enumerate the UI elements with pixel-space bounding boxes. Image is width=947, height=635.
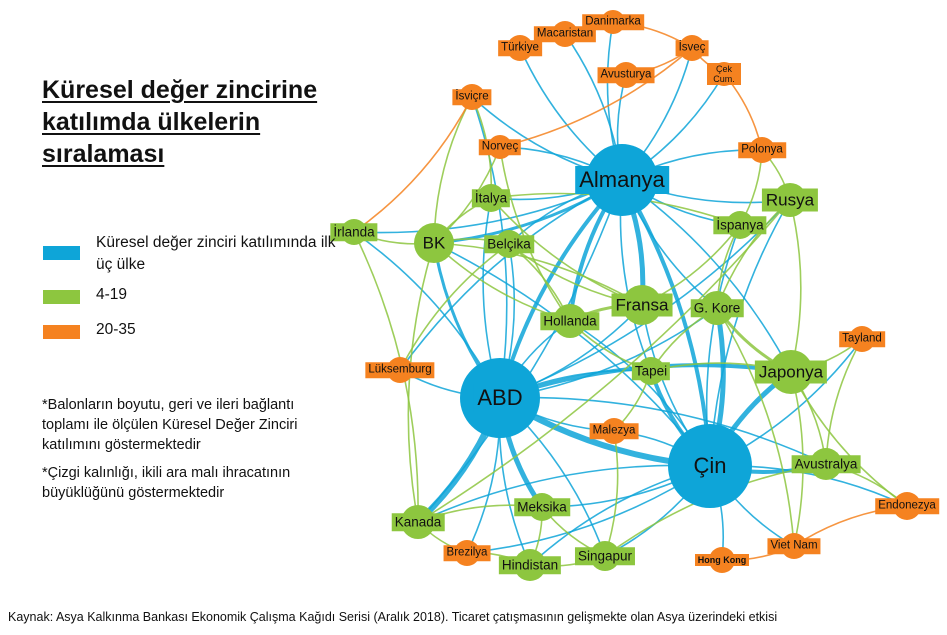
edge-fransa-bk: [433, 242, 643, 306]
legend-label-top3: Küresel değer zinciri katılımında ilk üç…: [96, 234, 336, 273]
node-label-almanya: Almanya: [575, 166, 669, 194]
node-label-italya: İtalya: [471, 189, 511, 207]
chart-title: Küresel değer zincirine katılımda ülkele…: [42, 76, 318, 168]
node-label-isvec: İsveç: [675, 40, 709, 56]
edge-cin-bk: [433, 242, 711, 467]
node-label-ispanya: İspanya: [713, 216, 767, 234]
edge-rusya-kanada: [417, 199, 791, 523]
node-label-gkore: G. Kore: [690, 299, 744, 317]
node-label-vietnam: Viet Nam: [767, 538, 821, 554]
node-label-irlanda: İrlanda: [330, 223, 378, 241]
edge-gkore-vietnam: [716, 307, 795, 547]
node-label-turkiye: Türkiye: [498, 40, 542, 56]
source-text: Kaynak: Asya Kalkınma Bankası Ekonomik Ç…: [8, 610, 778, 624]
node-label-cekcum: Çek Cum.: [707, 63, 741, 85]
node-label-avustralya: Avustralya: [791, 455, 861, 473]
node-label-endonezya: Endonezya: [875, 498, 939, 514]
node-label-brezilya: Brezilya: [443, 545, 491, 561]
node-label-hollanda: Hollanda: [540, 312, 600, 330]
node-label-hongkong: Hong Kong: [695, 554, 749, 566]
edge-almanya-luksemburg: [399, 179, 623, 371]
node-label-avusturya: Avusturya: [597, 67, 655, 83]
edge-rusya-japonya: [789, 199, 802, 373]
node-label-cin: Çin: [689, 452, 731, 480]
node-label-malezya: Malezya: [589, 423, 639, 439]
node-label-polonya: Polonya: [738, 142, 786, 158]
node-label-luksemburg: Lüksemburg: [365, 362, 435, 378]
edge-luksemburg-belcika: [399, 243, 510, 371]
node-label-bk: BK: [418, 231, 450, 255]
node-label-japonya: Japonya: [754, 360, 828, 384]
edge-norvec-isvec: [499, 47, 693, 148]
edge-isvicre-irlanda: [353, 96, 473, 233]
note-bubble-size: *Balonların boyutu, geri ve ileri bağlan…: [42, 397, 298, 453]
node-label-tayland: Tayland: [839, 331, 885, 347]
node-label-danimarka: Danimarka: [582, 14, 644, 30]
node-label-meksika: Meksika: [514, 498, 570, 516]
legend-label-low: 20-35: [96, 321, 136, 338]
node-label-hindistan: Hindistan: [498, 556, 562, 574]
node-label-singapur: Singapur: [574, 547, 636, 565]
legend-swatch-blue: [43, 246, 80, 260]
node-label-kanada: Kanada: [391, 513, 445, 531]
node-label-norvec: Norveç: [478, 139, 522, 155]
node-label-belcika: Belçika: [484, 235, 534, 253]
edge-bk-isvicre: [433, 96, 473, 244]
legend-label-mid: 4-19: [96, 286, 128, 303]
legend-swatch-green: [43, 290, 80, 304]
node-label-abd: ABD: [473, 384, 527, 412]
legend-swatch-orange: [43, 325, 80, 339]
edge-bk-kanada: [407, 242, 435, 523]
node-label-rusya: Rusya: [761, 188, 819, 212]
node-label-isvicre: İsviçre: [452, 89, 492, 105]
node-label-macaristan: Macaristan: [533, 26, 597, 42]
edge-japonya-endonezya: [790, 371, 908, 507]
note-line-thickness: *Çizgi kalınlığı, ikili ara malı ihracat…: [42, 465, 291, 501]
node-label-fransa: Fransa: [611, 293, 673, 317]
node-label-tapei: Tapei: [631, 362, 671, 380]
